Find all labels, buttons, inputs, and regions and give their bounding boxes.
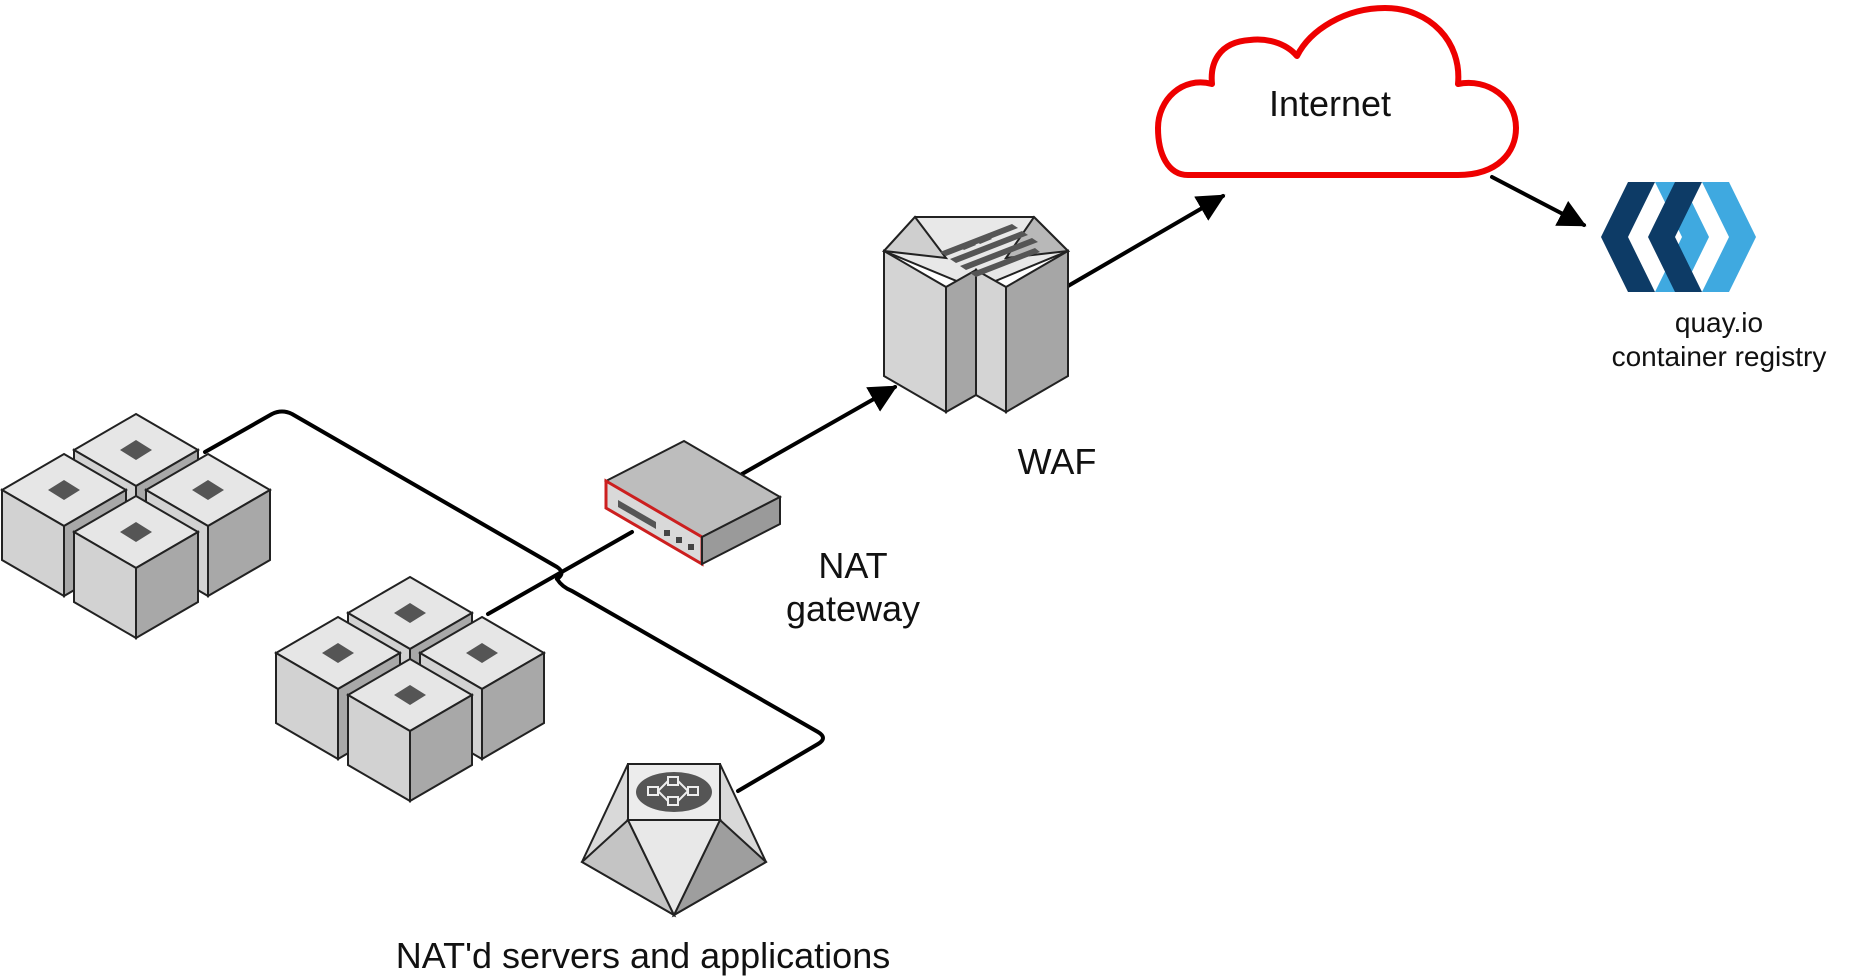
- server-cluster-icon: [276, 577, 544, 801]
- quay-label-line2: container registry: [1612, 341, 1827, 372]
- nat-router-icon: [603, 439, 783, 567]
- servers-label: NAT'd servers and applications: [396, 935, 890, 976]
- server-cluster-icon: [2, 414, 270, 638]
- link-bus-app-hub: [555, 577, 825, 793]
- link-waf-internet: [1066, 194, 1226, 288]
- waf-firewall-icon: [881, 215, 1071, 414]
- nat-label-line1: NAT: [818, 545, 887, 586]
- nat-label-line2: gateway: [786, 588, 920, 629]
- link-cluster2-nat: [486, 530, 634, 616]
- cloud-icon: [1155, 5, 1519, 178]
- internet-label: Internet: [1269, 83, 1391, 124]
- link-internet-quay: [1490, 175, 1587, 227]
- waf-label: WAF: [1018, 441, 1097, 482]
- link-cluster1-bus: [203, 409, 564, 581]
- quay-label-line1: quay.io: [1675, 307, 1763, 338]
- link-nat-waf: [740, 385, 898, 476]
- connections: [203, 175, 1587, 793]
- quay-logo-icon: [1601, 182, 1756, 292]
- app-hub-icon: [580, 763, 768, 918]
